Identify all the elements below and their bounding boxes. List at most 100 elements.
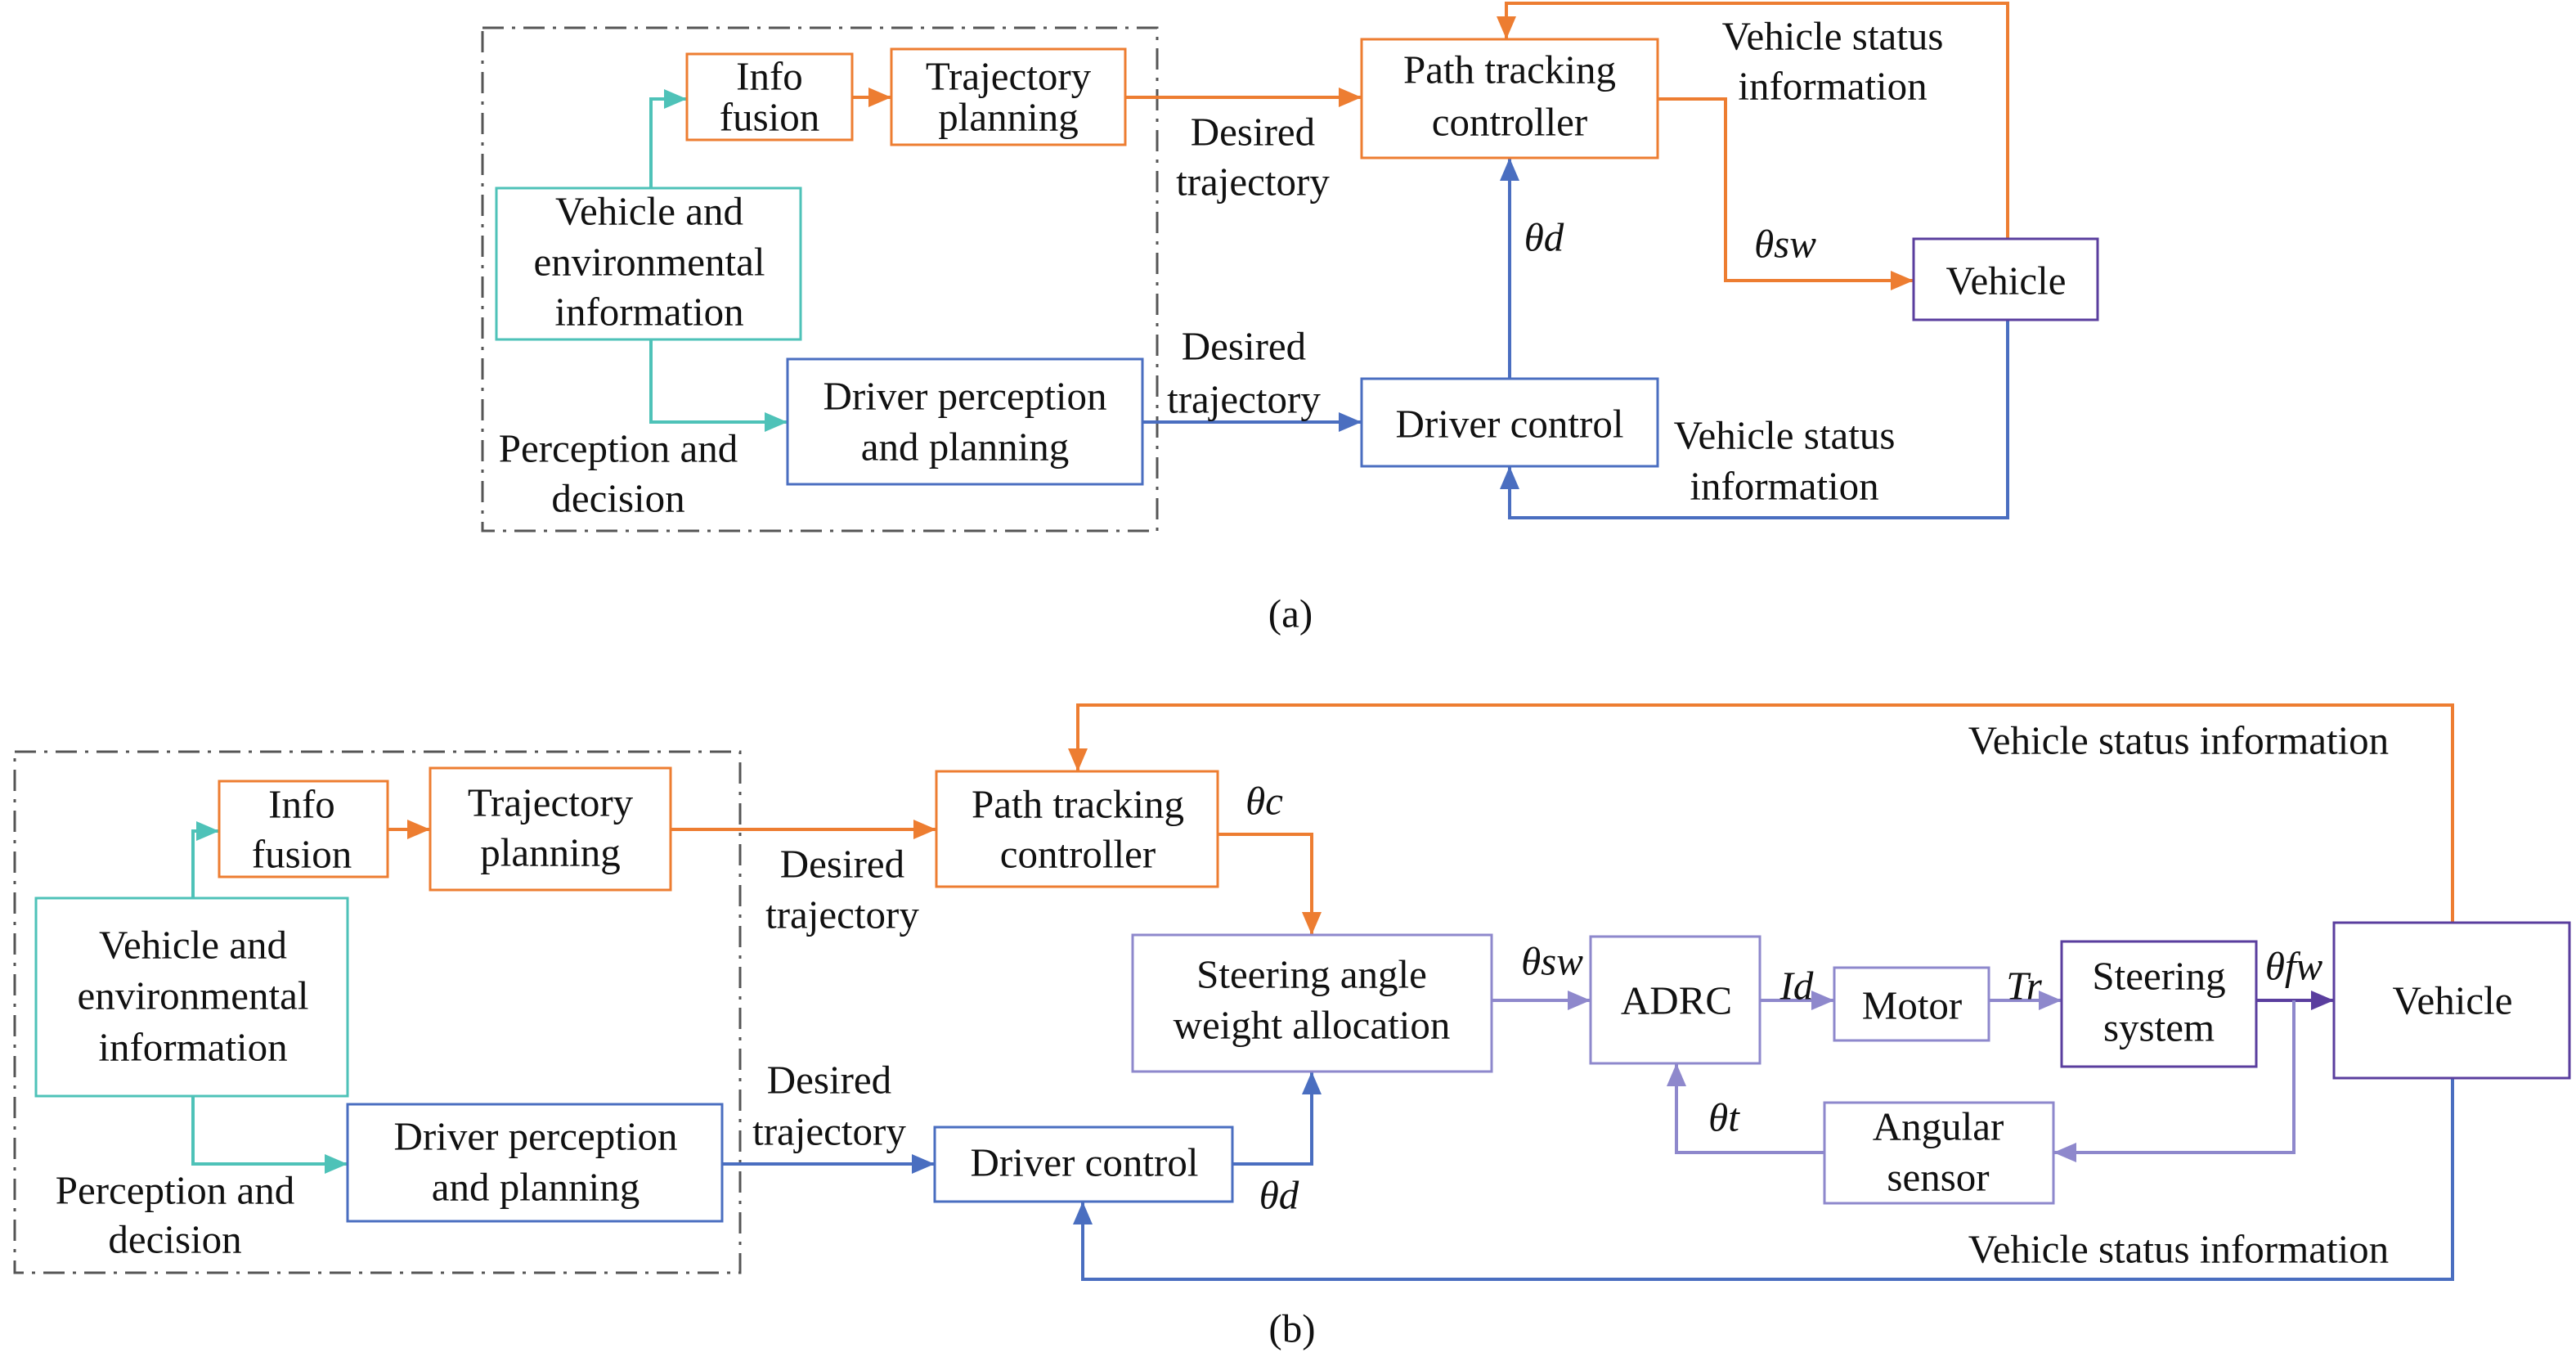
vehicle-status-upper-line-1: Vehicle status (1722, 14, 1944, 59)
theta-sw-label: θsw (1521, 939, 1583, 984)
perception-decision-frame (13, 750, 742, 1274)
theta-fw-label: θfw (2265, 944, 2323, 989)
id-label: Id (1779, 964, 1814, 1009)
perception-decision-line-2: decision (551, 476, 684, 521)
theta-d-label: θd (1259, 1173, 1299, 1218)
desired-trajectory-upper-line-2: trajectory (1176, 160, 1330, 204)
tr-label: Tr (2006, 964, 2043, 1009)
motor-label: Motor (1862, 983, 1963, 1028)
arrow-env-info-to-info-fusion (649, 89, 687, 188)
info-fusion-box (685, 52, 854, 142)
path-tracking-label-line-2: controller (1432, 100, 1587, 145)
arrow-path-tracking-to-vehicle (1658, 97, 1914, 290)
desired-trajectory-lower-line-1: Desired (767, 1058, 891, 1103)
path-tracking-box (1360, 38, 1659, 160)
diagram-a: Info fusion Trajectory planning Vehicle … (481, 2, 2099, 636)
info-fusion-label-line-1: Info (736, 54, 803, 99)
arrow-path-tracking-to-steering-allocation (1218, 833, 1322, 935)
driver-perception-label-line-1: Driver perception (824, 374, 1107, 419)
trajectory-planning-box (890, 47, 1127, 146)
adrc-label: ADRC (1621, 978, 1732, 1023)
steering-allocation-box (1131, 933, 1493, 1073)
vehicle-label: Vehicle (2393, 978, 2513, 1023)
driver-perception-label-line-2: and planning (432, 1165, 640, 1210)
caption-b: (b) (1268, 1306, 1315, 1351)
diagram-b: Info fusion Trajectory planning Vehicle … (13, 703, 2571, 1351)
trajectory-planning-label-line-1: Trajectory (926, 54, 1092, 99)
path-tracking-label-line-2: controller (1000, 832, 1156, 877)
vehicle-env-info-label-line-1: Vehicle and (555, 189, 743, 234)
perception-decision-line-1: Perception and (499, 426, 738, 471)
desired-trajectory-lower-line-1: Desired (1182, 324, 1306, 369)
vehicle-env-info-label-line-3: information (98, 1025, 287, 1070)
info-fusion-label-line-2: fusion (252, 832, 352, 877)
vehicle-status-top-label: Vehicle status information (1968, 718, 2389, 763)
info-fusion-label-line-2: fusion (720, 95, 820, 140)
vehicle-box (2332, 921, 2571, 1080)
angular-sensor-label-line-1: Angular (1873, 1104, 2004, 1149)
vehicle-env-info-label-line-2: environmental (533, 240, 765, 285)
driver-perception-label-line-1: Driver perception (394, 1114, 678, 1159)
driver-perception-label-line-2: and planning (861, 425, 1069, 470)
perception-decision-line-1: Perception and (56, 1168, 295, 1213)
motor-box (1833, 966, 1990, 1042)
driver-control-label: Driver control (971, 1140, 1199, 1185)
arrow-vehicle-feedback-to-path-tracking (1497, 2, 2009, 239)
path-tracking-label-line-1: Path tracking (972, 782, 1184, 827)
steering-allocation-label-line-1: Steering angle (1196, 952, 1427, 997)
steering-system-box (2060, 940, 2258, 1068)
desired-trajectory-upper-line-1: Desired (780, 842, 904, 887)
vehicle-status-bottom-label: Vehicle status information (1968, 1227, 2389, 1272)
trajectory-planning-label-line-1: Trajectory (468, 780, 634, 825)
vehicle-label: Vehicle (1946, 258, 2067, 303)
driver-control-box (933, 1126, 1234, 1203)
angular-sensor-label-line-2: sensor (1887, 1155, 1989, 1200)
info-fusion-box (218, 780, 389, 878)
vehicle-env-info-box (495, 186, 802, 341)
angular-sensor-box (1823, 1101, 2055, 1205)
driver-control-box (1360, 377, 1659, 468)
info-fusion-label-line-1: Info (268, 782, 335, 827)
steering-system-label-line-1: Steering (2092, 954, 2225, 999)
driver-perception-box (346, 1103, 724, 1223)
caption-a: (a) (1268, 591, 1313, 636)
perception-decision-line-2: decision (108, 1217, 241, 1262)
arrow-vehicle-feedback-to-driver-control (1073, 1078, 2454, 1281)
vehicle-env-info-label-line-2: environmental (77, 973, 308, 1018)
trajectory-planning-label-line-2: planning (480, 830, 620, 875)
arrow-driver-control-to-steering-allocation (1232, 1072, 1322, 1166)
perception-decision-frame (481, 26, 1159, 532)
adrc-box (1589, 935, 1761, 1065)
arrow-angular-sensor-to-adrc (1667, 1063, 1824, 1154)
vehicle-box (1912, 237, 2099, 321)
desired-trajectory-lower-line-2: trajectory (1167, 377, 1321, 422)
arrow-env-info-to-info-fusion (191, 821, 219, 898)
path-tracking-box (935, 770, 1219, 888)
arrow-vehicle-feedback-to-path-tracking (1068, 703, 2454, 923)
steering-system-label-line-2: system (2103, 1005, 2215, 1050)
desired-trajectory-upper-line-2: trajectory (765, 892, 919, 937)
trajectory-planning-box (429, 766, 672, 892)
vehicle-status-lower-line-2: information (1690, 464, 1878, 509)
arrow-vehicle-feedback-to-driver-control (1500, 320, 2009, 519)
arrow-steering-output-to-angular-sensor (2053, 1000, 2296, 1162)
arrow-env-info-to-driver-perception (649, 339, 788, 432)
trajectory-planning-label-line-2: planning (938, 95, 1078, 140)
vehicle-status-lower-line-1: Vehicle status (1674, 413, 1896, 458)
steering-allocation-label-line-2: weight allocation (1174, 1003, 1451, 1048)
driver-perception-box (786, 357, 1144, 486)
desired-trajectory-upper-line-1: Desired (1191, 110, 1315, 155)
driver-control-label: Driver control (1396, 402, 1624, 447)
desired-trajectory-lower-line-2: trajectory (752, 1109, 906, 1154)
path-tracking-label-line-1: Path tracking (1403, 47, 1616, 92)
theta-sw-label: θsw (1754, 222, 1816, 267)
vehicle-env-info-box (34, 896, 349, 1098)
arrow-env-info-to-driver-perception (191, 1096, 348, 1174)
vehicle-env-info-label-line-1: Vehicle and (99, 923, 287, 968)
vehicle-env-info-label-line-3: information (554, 290, 743, 335)
theta-d-label: θd (1524, 215, 1564, 260)
theta-t-label: θt (1708, 1095, 1740, 1140)
theta-c-label: θc (1245, 779, 1283, 824)
vehicle-status-upper-line-2: information (1738, 64, 1927, 109)
